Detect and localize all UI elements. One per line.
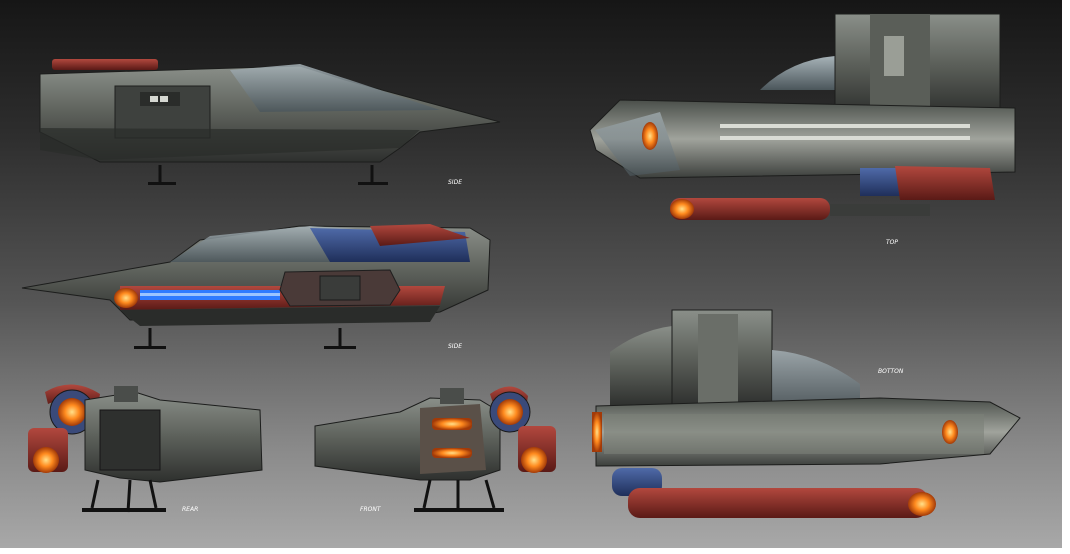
label-rear: REAR (182, 506, 198, 513)
label-bottom: BOTTON (878, 368, 904, 375)
label-side-1: SIDE (448, 179, 462, 186)
label-front: FRONT (360, 506, 382, 513)
ship-rear-view (28, 384, 263, 513)
ship-front-view (314, 386, 556, 512)
label-top: TOP (886, 239, 898, 246)
ship-top-view (589, 13, 1016, 220)
ship-bottom-view (592, 309, 1021, 518)
label-side-2: SIDE (448, 343, 462, 350)
ship-side-view-1 (39, 59, 501, 185)
ship-side-view-2 (21, 224, 491, 349)
